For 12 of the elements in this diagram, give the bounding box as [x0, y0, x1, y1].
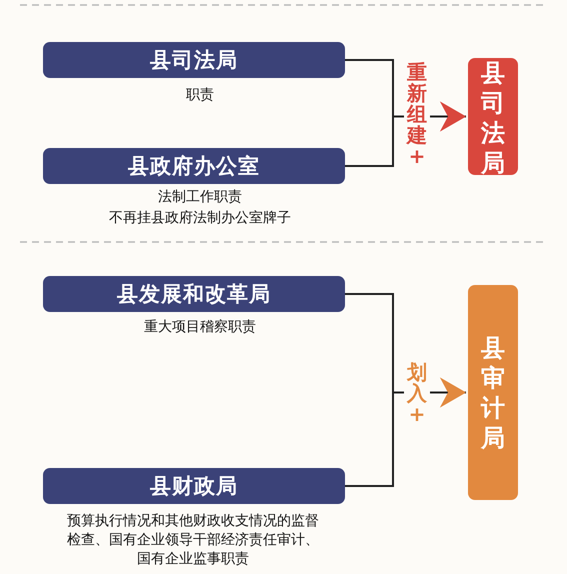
duty-text: 法制工作职责: [157, 188, 243, 207]
department-box: 县政府办公室: [43, 148, 345, 184]
result-box: 县审计局: [468, 285, 518, 500]
duty-text: 不再挂县政府法制办公室牌子: [108, 209, 292, 228]
department-box: 县司法局: [43, 42, 345, 78]
duty-text: 重大项目稽察职责: [143, 318, 257, 337]
duty-text: 预算执行情况和其他财政收支情况的监督检查、国有企业领导干部经济责任审计、国有企业监事职责: [66, 512, 320, 569]
duty-text: 职责: [185, 86, 215, 105]
result-box: 县司法局: [468, 58, 518, 175]
department-box: 县发展和改革局: [43, 276, 345, 312]
department-box: 县财政局: [43, 468, 345, 504]
bracket-arrow: [345, 378, 466, 487]
